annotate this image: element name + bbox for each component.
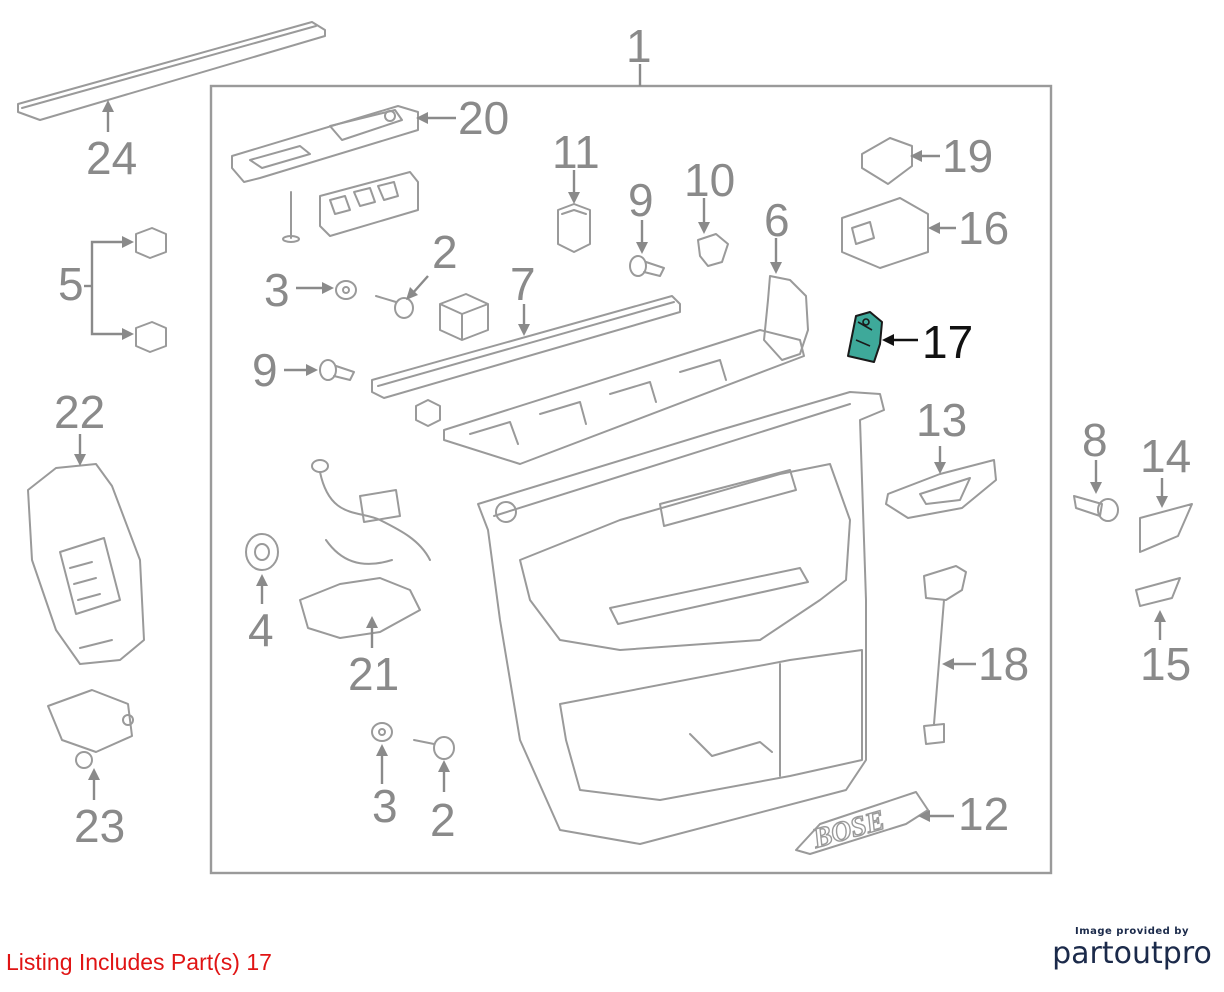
part-8-bolt[interactable] xyxy=(1073,495,1119,522)
part-24-trim-strip[interactable] xyxy=(17,21,326,121)
callout-20: 20 xyxy=(458,92,509,144)
part-22-speaker-housing[interactable] xyxy=(27,463,145,665)
arrow-3b xyxy=(376,744,388,756)
callout-16: 16 xyxy=(958,202,1009,254)
callout-17: 17 xyxy=(922,316,973,368)
listing-parts-note: Listing Includes Part(s) 17 xyxy=(6,949,272,975)
part-17-bracket-highlighted[interactable] xyxy=(847,311,883,363)
arrow-7 xyxy=(518,324,530,336)
arrow-12 xyxy=(918,810,930,822)
emblem-text: BOSE xyxy=(808,805,888,855)
window-switch-block[interactable] xyxy=(319,171,419,237)
part-3-pin-lower[interactable] xyxy=(371,722,393,742)
arrow-2a xyxy=(406,287,418,300)
armrest-bracket[interactable] xyxy=(443,329,805,465)
callout-21: 21 xyxy=(348,648,399,700)
foam-pad[interactable] xyxy=(439,293,489,341)
callout-13: 13 xyxy=(916,394,967,446)
arrow-23 xyxy=(88,768,100,780)
callout-2-upper: 2 xyxy=(432,226,458,278)
arrow-10 xyxy=(698,222,710,234)
part-2-pushpin-upper[interactable] xyxy=(375,295,414,319)
part-15-cap[interactable] xyxy=(1135,577,1181,607)
part-2-pushpin-lower[interactable] xyxy=(413,736,455,760)
callout-9-right: 9 xyxy=(628,174,654,226)
callout-11: 11 xyxy=(552,126,600,178)
arrow-4 xyxy=(256,574,268,586)
long-screw-head xyxy=(282,235,300,243)
image-credit: Image provided by partoutpro xyxy=(1052,926,1212,971)
arrow-17 xyxy=(882,334,894,346)
arrow-2b xyxy=(438,760,450,772)
part-9-screw-right[interactable] xyxy=(629,255,665,277)
callout-7: 7 xyxy=(510,258,536,310)
part-16-switch-panel[interactable] xyxy=(841,197,929,269)
callout-6: 6 xyxy=(764,194,790,246)
callout-8: 8 xyxy=(1082,414,1108,466)
callout-4: 4 xyxy=(248,604,274,656)
callout-19: 19 xyxy=(942,130,993,182)
part-10-clip[interactable] xyxy=(697,233,729,267)
leader-5 xyxy=(90,240,128,336)
arrow-5-bottom xyxy=(122,328,134,340)
arrow-14 xyxy=(1156,496,1168,508)
callout-3-upper: 3 xyxy=(264,264,290,316)
arrow-9a xyxy=(306,364,318,376)
assembly-frame xyxy=(209,84,1053,875)
part-6-bracket[interactable] xyxy=(763,275,809,361)
arrow-16 xyxy=(928,222,940,234)
part-19-switch[interactable] xyxy=(861,137,913,185)
arrow-19 xyxy=(910,150,922,162)
part-5-clips[interactable] xyxy=(135,227,167,353)
callout-1: 1 xyxy=(626,20,652,72)
credit-caption: Image provided by xyxy=(1075,926,1189,937)
callout-2-lower: 2 xyxy=(430,794,456,846)
part-20-switch-bezel[interactable] xyxy=(231,105,419,183)
callout-22: 22 xyxy=(54,386,105,438)
arrow-21 xyxy=(366,616,378,628)
part-13-door-handle[interactable] xyxy=(885,459,997,519)
partoutpro-logo[interactable]: partoutpro xyxy=(1052,936,1212,971)
arrow-13 xyxy=(934,462,946,474)
part-7-rail[interactable] xyxy=(371,295,681,399)
part-14-cover[interactable] xyxy=(1139,503,1193,553)
part-11-lamp[interactable] xyxy=(557,203,591,253)
part-4-grommet[interactable] xyxy=(245,533,279,571)
door-trim-panel[interactable] xyxy=(477,391,885,845)
arrow-18 xyxy=(942,658,954,670)
arrow-11 xyxy=(568,192,580,204)
callout-14: 14 xyxy=(1140,430,1191,482)
callout-15: 15 xyxy=(1140,638,1191,690)
part-3-pin-upper[interactable] xyxy=(335,280,357,300)
part-23-module[interactable] xyxy=(47,689,134,769)
arrow-15 xyxy=(1154,610,1166,622)
callout-5: 5 xyxy=(58,258,84,310)
part-12-emblem[interactable]: BOSE xyxy=(795,791,929,856)
arrow-9b xyxy=(636,242,648,254)
callout-12: 12 xyxy=(958,788,1009,840)
leader-2a xyxy=(411,275,429,295)
callout-3-lower: 3 xyxy=(372,780,398,832)
part-9-screw-left[interactable] xyxy=(319,359,355,381)
arrow-24 xyxy=(102,100,114,112)
callout-23: 23 xyxy=(74,800,125,852)
arrow-22 xyxy=(74,454,86,466)
callout-18: 18 xyxy=(978,638,1029,690)
rail-clip[interactable] xyxy=(415,399,441,427)
arrow-3a xyxy=(322,282,334,294)
callout-9-left: 9 xyxy=(252,344,278,396)
callout-10: 10 xyxy=(684,154,735,206)
callout-24: 24 xyxy=(86,132,137,184)
arrow-5-top xyxy=(122,236,134,248)
arrow-8 xyxy=(1090,482,1102,494)
arrow-20 xyxy=(416,112,428,124)
arrow-6 xyxy=(770,262,782,274)
part-21-wiring-harness[interactable] xyxy=(299,459,431,639)
part-18-handle-rod[interactable] xyxy=(923,565,967,745)
